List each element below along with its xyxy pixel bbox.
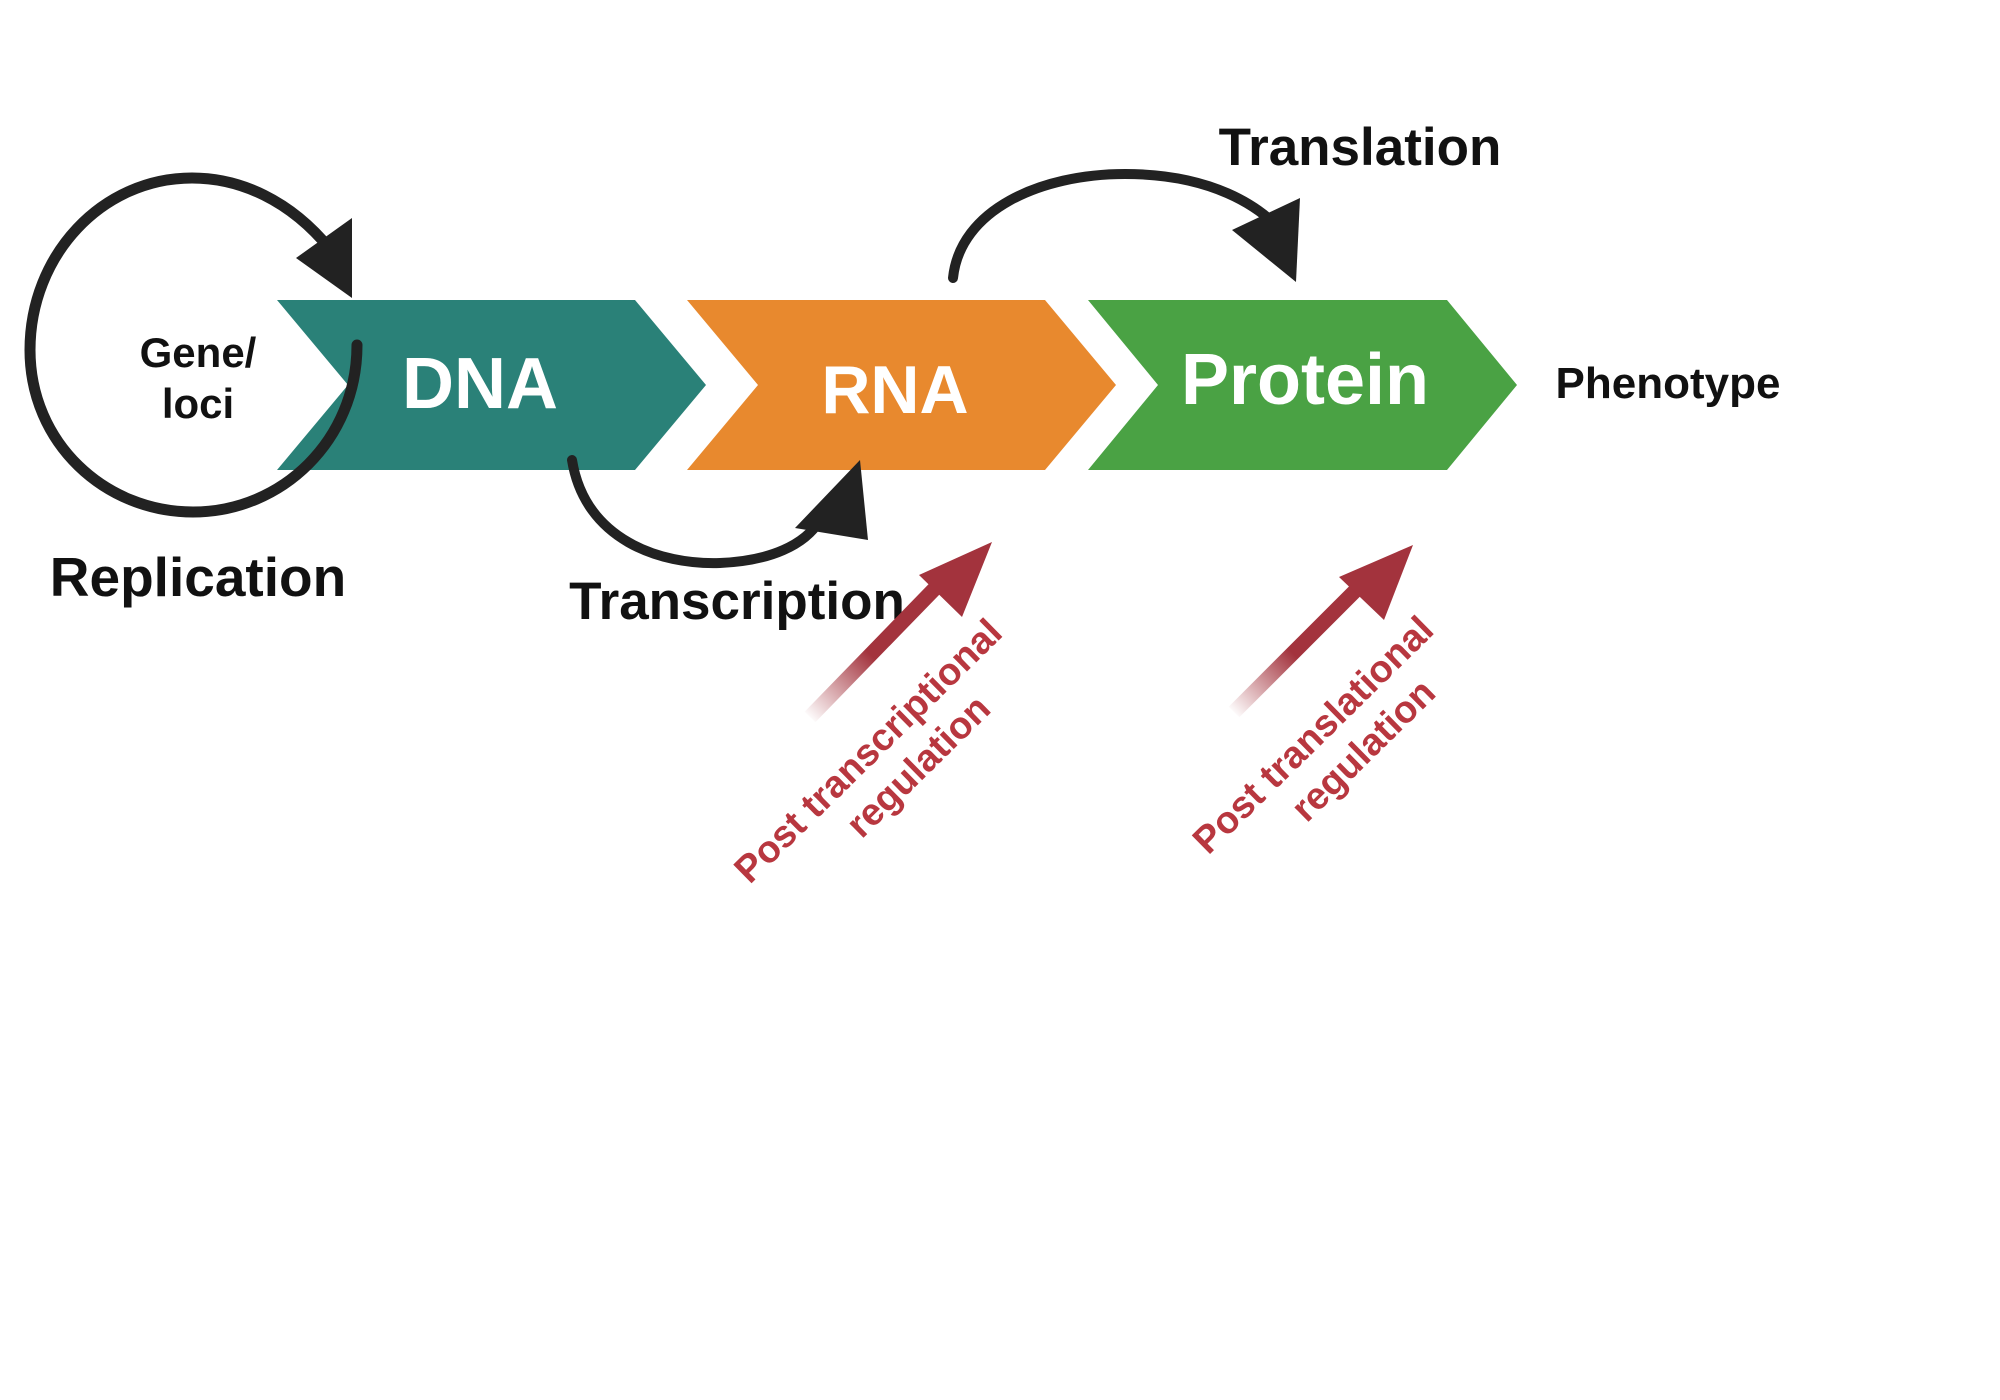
- transcription-label: Transcription: [569, 572, 905, 631]
- replication-label: Replication: [50, 546, 346, 608]
- post-transcriptional-regulation-label: Post transcriptional regulation: [727, 611, 1011, 891]
- post-translational-regulation-label: Post translational regulation: [1185, 609, 1444, 862]
- rna-chevron: [687, 300, 1116, 470]
- protein-label: Protein: [1181, 340, 1429, 420]
- post-translational-regulation-arrow: [1228, 545, 1413, 718]
- transcription-arrow: [567, 455, 868, 569]
- dna-chevron: [277, 300, 706, 470]
- phenotype-label: Phenotype: [1556, 359, 1781, 408]
- gene-loci-label-line2: loci: [162, 380, 234, 427]
- post-transcriptional-regulation-arrow: [804, 542, 992, 723]
- translation-label: Translation: [1219, 118, 1502, 177]
- dna-label: DNA: [402, 344, 558, 424]
- replication-arrow: [24, 172, 363, 518]
- protein-chevron: [1088, 300, 1517, 470]
- gene-loci-label-line1: Gene/: [140, 329, 257, 376]
- rna-label: RNA: [821, 352, 968, 428]
- translation-arrow: [948, 168, 1300, 283]
